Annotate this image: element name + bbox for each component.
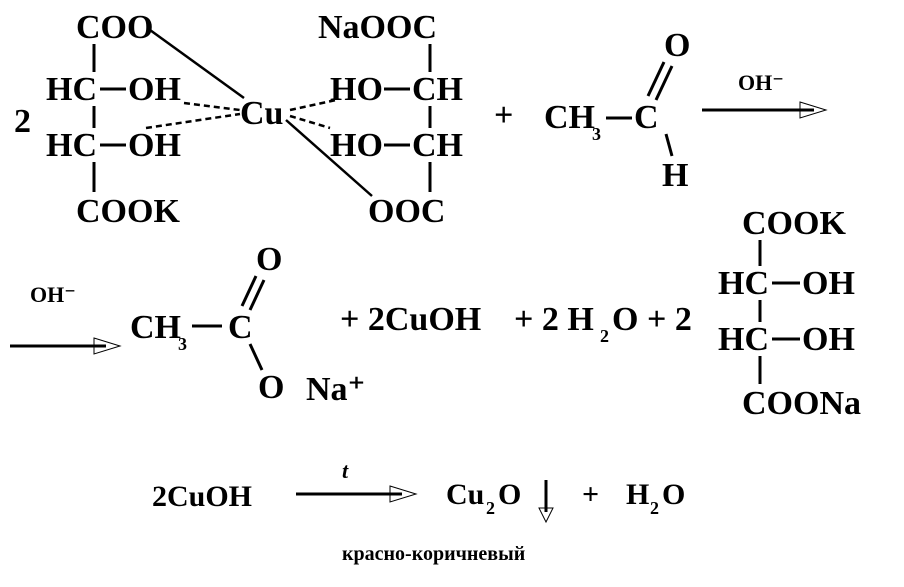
arrow1-condition: OH⁻ bbox=[738, 70, 784, 95]
bond bbox=[664, 133, 674, 157]
double-bond bbox=[240, 275, 258, 307]
acetate-oxygen-top: O bbox=[256, 241, 282, 278]
reactant-cuoh: 2CuOH bbox=[152, 480, 252, 513]
arrow-head bbox=[389, 485, 418, 503]
sodium-cation: Na⁺ bbox=[306, 371, 366, 408]
copper-atom: Cu bbox=[240, 95, 283, 132]
coordination-bond bbox=[285, 119, 373, 197]
aldehyde-ch: CH bbox=[544, 99, 595, 136]
acetate-carbon: C bbox=[228, 309, 253, 346]
left-row1-oh: OH bbox=[128, 71, 181, 108]
tartrate-row2-hc: HC bbox=[718, 321, 769, 358]
right-top-group: NaOOC bbox=[318, 9, 437, 46]
term-water-subscript: 2 bbox=[600, 326, 609, 346]
arrow-head bbox=[799, 101, 828, 119]
term-cuoh: + 2CuOH bbox=[340, 301, 481, 338]
tartrate-bottom-group: COONa bbox=[742, 385, 861, 422]
bond bbox=[248, 343, 264, 371]
double-bond bbox=[248, 279, 266, 311]
acetate-oxygen-bottom: O bbox=[258, 369, 284, 406]
double-bond bbox=[654, 65, 674, 101]
double-bond bbox=[646, 61, 666, 97]
right-row1-ho: HO bbox=[330, 71, 383, 108]
arrow-head bbox=[93, 337, 122, 355]
water-h: H bbox=[626, 478, 649, 511]
aldehyde-carbon: C bbox=[634, 99, 659, 136]
water-subscript: 2 bbox=[650, 498, 659, 518]
product-o: O bbox=[498, 478, 521, 511]
right-bottom-group: OOC bbox=[368, 193, 445, 230]
tartrate-top-group: COOK bbox=[742, 205, 846, 242]
dative-bond bbox=[289, 114, 331, 130]
left-row2-hc: HC bbox=[46, 127, 97, 164]
product-cu: Cu bbox=[446, 478, 484, 511]
aldehyde-subscript: 3 bbox=[592, 124, 601, 144]
water-o: O bbox=[662, 478, 685, 511]
right-row2-ch: CH bbox=[412, 127, 463, 164]
tartrate-row1-hc: HC bbox=[718, 265, 769, 302]
arrow2-condition: OH⁻ bbox=[30, 282, 76, 307]
left-top-group: COO bbox=[76, 9, 153, 46]
acetate-ch: CH bbox=[130, 309, 181, 346]
plus-sign-3: + bbox=[582, 478, 599, 511]
plus-sign: + bbox=[494, 97, 513, 134]
dative-bond bbox=[289, 98, 337, 112]
precipitate-arrow-head bbox=[538, 507, 554, 524]
tartrate-row2-oh: OH bbox=[802, 321, 855, 358]
precipitate-caption: красно-коричневый bbox=[342, 543, 525, 565]
product-subscript: 2 bbox=[486, 498, 495, 518]
right-row2-ho: HO bbox=[330, 127, 383, 164]
arrow3-condition: t bbox=[342, 458, 349, 483]
dative-bond bbox=[183, 101, 241, 112]
tartrate-row1-oh: OH bbox=[802, 265, 855, 302]
term-water-h: + 2 H bbox=[514, 301, 594, 338]
coefficient: 2 bbox=[14, 103, 31, 140]
coordination-bond bbox=[149, 28, 245, 100]
left-row1-hc: HC bbox=[46, 71, 97, 108]
acetate-subscript: 3 bbox=[178, 334, 187, 354]
left-row2-oh: OH bbox=[128, 127, 181, 164]
term-water-o: O + 2 bbox=[612, 301, 692, 338]
aldehyde-hydrogen: H bbox=[662, 157, 688, 194]
left-bottom-group: COOK bbox=[76, 193, 180, 230]
dative-bond bbox=[145, 112, 241, 130]
right-row1-ch: CH bbox=[412, 71, 463, 108]
aldehyde-oxygen: O bbox=[664, 27, 690, 64]
